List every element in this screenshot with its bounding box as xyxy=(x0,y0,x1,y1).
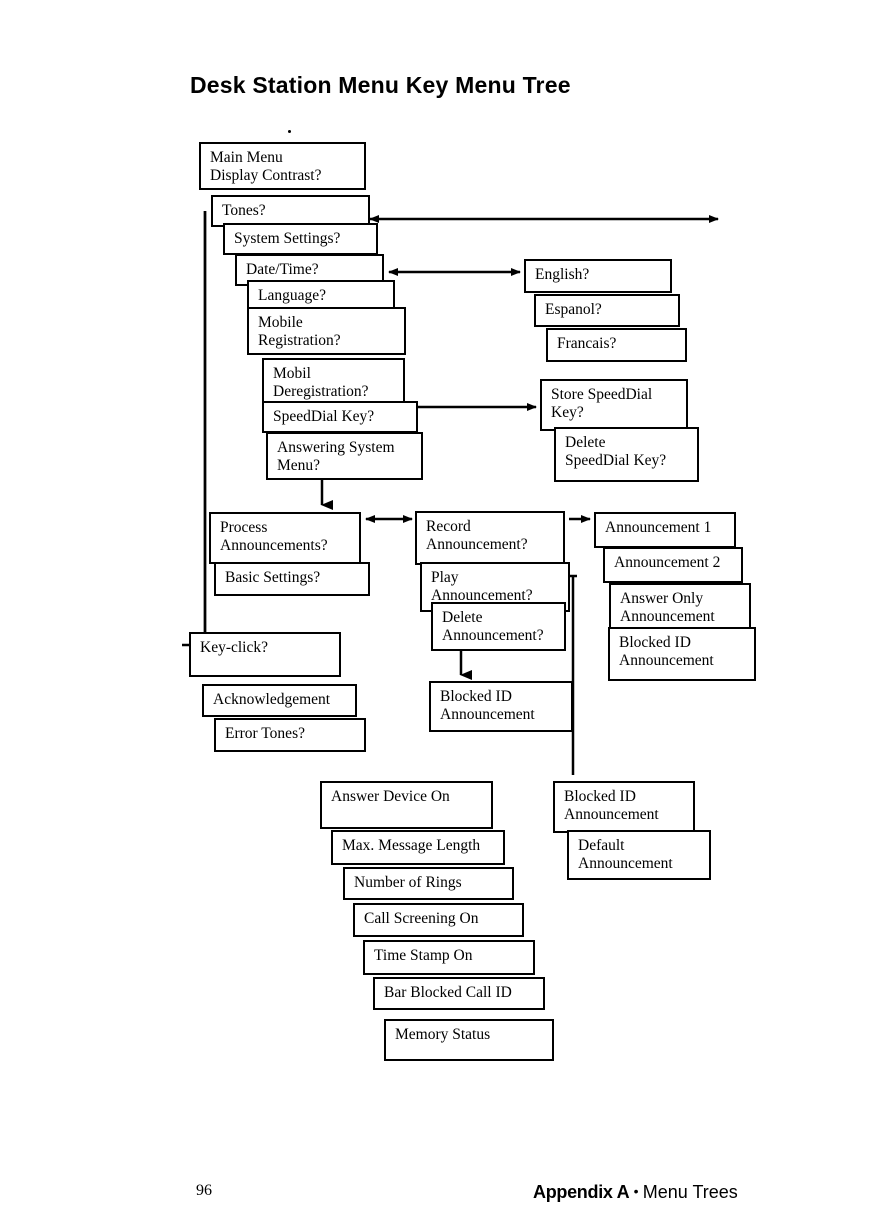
node-speeddial-key[interactable]: SpeedDial Key? xyxy=(262,401,418,433)
node-store-speeddial-key[interactable]: Store SpeedDial Key? xyxy=(540,379,688,431)
node-max-message-length[interactable]: Max. Message Length xyxy=(331,830,505,865)
node-blocked-id-announcement-mid[interactable]: Blocked ID Announcement xyxy=(429,681,573,732)
ink-dot xyxy=(288,130,291,133)
node-bar-blocked-call-id[interactable]: Bar Blocked Call ID xyxy=(373,977,545,1010)
node-mobile-registration[interactable]: Mobile Registration? xyxy=(247,307,406,355)
footer: Appendix A • Menu Trees xyxy=(533,1182,738,1203)
page-number: 96 xyxy=(196,1182,212,1199)
node-announcement-1[interactable]: Announcement 1 xyxy=(594,512,736,548)
footer-appendix-label: Appendix A xyxy=(533,1182,630,1202)
node-mobil-deregistration[interactable]: Mobil Deregistration? xyxy=(262,358,405,406)
node-time-stamp-on[interactable]: Time Stamp On xyxy=(363,940,535,975)
node-error-tones[interactable]: Error Tones? xyxy=(214,718,366,752)
node-basic-settings[interactable]: Basic Settings? xyxy=(214,562,370,596)
node-memory-status[interactable]: Memory Status xyxy=(384,1019,554,1061)
node-english[interactable]: English? xyxy=(524,259,672,293)
page-title: Desk Station Menu Key Menu Tree xyxy=(190,72,571,98)
footer-section-label: Menu Trees xyxy=(642,1182,738,1202)
node-acknowledgement[interactable]: Acknowledgement xyxy=(202,684,357,717)
node-francais[interactable]: Francais? xyxy=(546,328,687,362)
node-answer-only-announcement[interactable]: Answer Only Announcement xyxy=(609,583,751,633)
node-system-settings[interactable]: System Settings? xyxy=(223,223,378,255)
footer-bullet: • xyxy=(633,1183,639,1199)
node-answering-system-menu[interactable]: Answering System Menu? xyxy=(266,432,423,480)
node-process-announcements[interactable]: Process Announcements? xyxy=(209,512,361,564)
node-answer-device-on[interactable]: Answer Device On xyxy=(320,781,493,829)
node-number-of-rings[interactable]: Number of Rings xyxy=(343,867,514,900)
node-key-click[interactable]: Key-click? xyxy=(189,632,341,677)
node-delete-announcement[interactable]: Delete Announcement? xyxy=(431,602,566,651)
node-blocked-id-announcement-bottom[interactable]: Blocked ID Announcement xyxy=(553,781,695,833)
node-blocked-id-announcement-right[interactable]: Blocked ID Announcement xyxy=(608,627,756,681)
node-main-menu[interactable]: Main Menu Display Contrast? xyxy=(199,142,366,190)
node-espanol[interactable]: Espanol? xyxy=(534,294,680,327)
node-call-screening-on[interactable]: Call Screening On xyxy=(353,903,524,937)
node-announcement-2[interactable]: Announcement 2 xyxy=(603,547,743,583)
node-record-announcement[interactable]: Record Announcement? xyxy=(415,511,565,565)
node-delete-speeddial-key[interactable]: Delete SpeedDial Key? xyxy=(554,427,699,482)
node-default-announcement[interactable]: Default Announcement xyxy=(567,830,711,880)
